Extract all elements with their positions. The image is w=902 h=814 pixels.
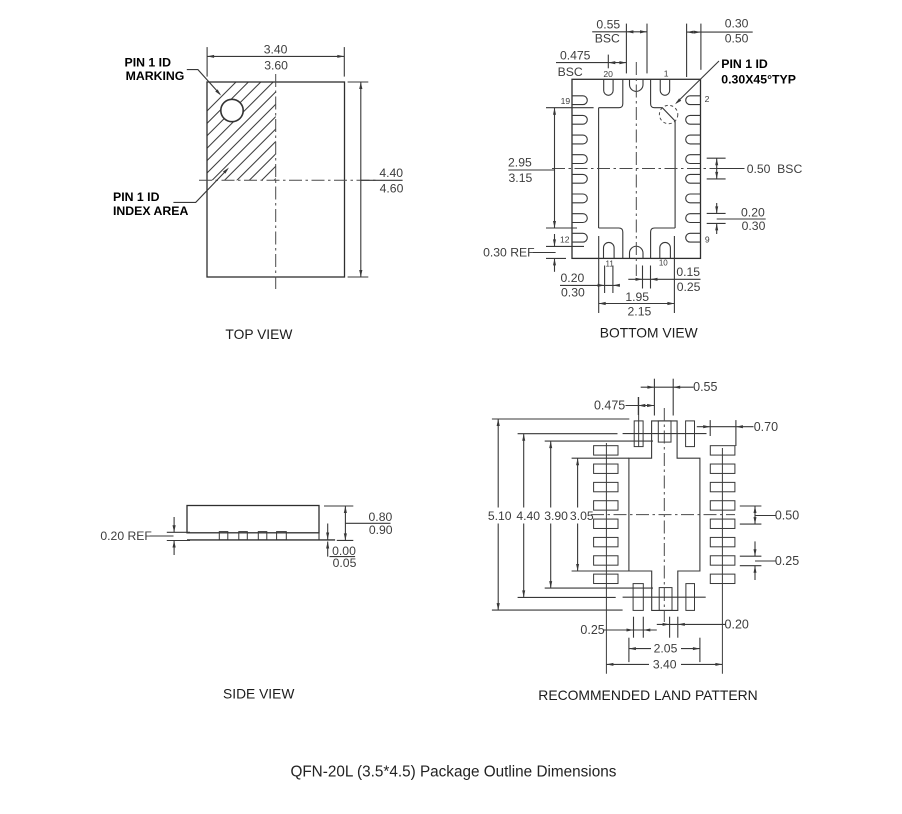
svg-text:2: 2: [705, 94, 710, 104]
svg-text:PIN 1 ID: PIN 1 ID: [125, 56, 172, 70]
svg-text:1.95: 1.95: [625, 290, 649, 304]
svg-text:BSC: BSC: [595, 32, 620, 46]
svg-text:20: 20: [603, 69, 613, 79]
svg-text:2.95: 2.95: [508, 156, 532, 170]
svg-text:5.10: 5.10: [488, 509, 512, 523]
svg-text:9: 9: [705, 234, 710, 244]
svg-text:BSC: BSC: [558, 65, 583, 79]
svg-text:2.15: 2.15: [628, 304, 652, 318]
svg-text:0.25: 0.25: [775, 554, 799, 568]
svg-text:19: 19: [561, 96, 571, 106]
svg-text:BOTTOM VIEW: BOTTOM VIEW: [600, 325, 698, 340]
svg-text:4.60: 4.60: [380, 181, 404, 195]
svg-text:0.30: 0.30: [742, 219, 766, 233]
svg-text:0.70: 0.70: [754, 420, 778, 434]
svg-text:3.05: 3.05: [570, 509, 594, 523]
svg-text:0.00: 0.00: [332, 544, 356, 558]
svg-text:4.40: 4.40: [379, 166, 403, 180]
svg-text:RECOMMENDED LAND PATTERN: RECOMMENDED LAND PATTERN: [538, 687, 757, 703]
svg-text:0.80: 0.80: [369, 510, 393, 524]
svg-text:MARKING: MARKING: [126, 69, 185, 83]
svg-text:INDEX AREA: INDEX AREA: [113, 204, 189, 218]
svg-text:3.15: 3.15: [509, 171, 533, 185]
svg-text:3.90: 3.90: [544, 509, 568, 523]
svg-text:11: 11: [606, 259, 615, 268]
svg-text:0.20: 0.20: [725, 618, 749, 632]
svg-text:0.475: 0.475: [560, 48, 591, 62]
svg-text:0.30: 0.30: [561, 286, 585, 300]
svg-text:4.40: 4.40: [516, 509, 540, 523]
svg-text:3.40: 3.40: [653, 658, 677, 672]
svg-text:TOP VIEW: TOP VIEW: [225, 327, 292, 342]
svg-text:3.60: 3.60: [264, 58, 288, 72]
svg-text:0.20: 0.20: [741, 205, 765, 219]
svg-text:1: 1: [664, 68, 669, 78]
svg-text:0.50: 0.50: [775, 509, 799, 523]
svg-text:10: 10: [659, 259, 668, 268]
svg-text:0.30 REF: 0.30 REF: [483, 246, 534, 260]
svg-text:12: 12: [560, 234, 570, 244]
svg-text:0.30X45°TYP: 0.30X45°TYP: [721, 72, 796, 86]
svg-text:0.475: 0.475: [594, 399, 625, 413]
svg-text:0.50: 0.50: [725, 32, 749, 46]
svg-text:0.25: 0.25: [580, 623, 604, 637]
svg-text:3.40: 3.40: [264, 43, 288, 57]
svg-text:0.50 BSC: 0.50 BSC: [747, 162, 803, 176]
svg-text:QFN-20L (3.5*4.5) Package Outl: QFN-20L (3.5*4.5) Package Outline Dimens…: [290, 764, 616, 781]
svg-text:0.20: 0.20: [561, 271, 585, 285]
svg-text:0.05: 0.05: [333, 556, 357, 570]
svg-text:0.30: 0.30: [725, 17, 749, 31]
svg-text:0.15: 0.15: [676, 265, 700, 279]
svg-text:0.25: 0.25: [677, 280, 701, 294]
svg-text:SIDE VIEW: SIDE VIEW: [223, 686, 294, 701]
svg-text:2.05: 2.05: [654, 642, 678, 656]
svg-text:PIN 1 ID: PIN 1 ID: [721, 57, 768, 71]
svg-text:0.90: 0.90: [369, 523, 393, 537]
svg-text:0.20 REF: 0.20 REF: [100, 529, 151, 543]
svg-text:0.55: 0.55: [693, 380, 717, 394]
svg-text:PIN 1 ID: PIN 1 ID: [113, 190, 160, 204]
svg-text:0.55: 0.55: [596, 18, 620, 32]
